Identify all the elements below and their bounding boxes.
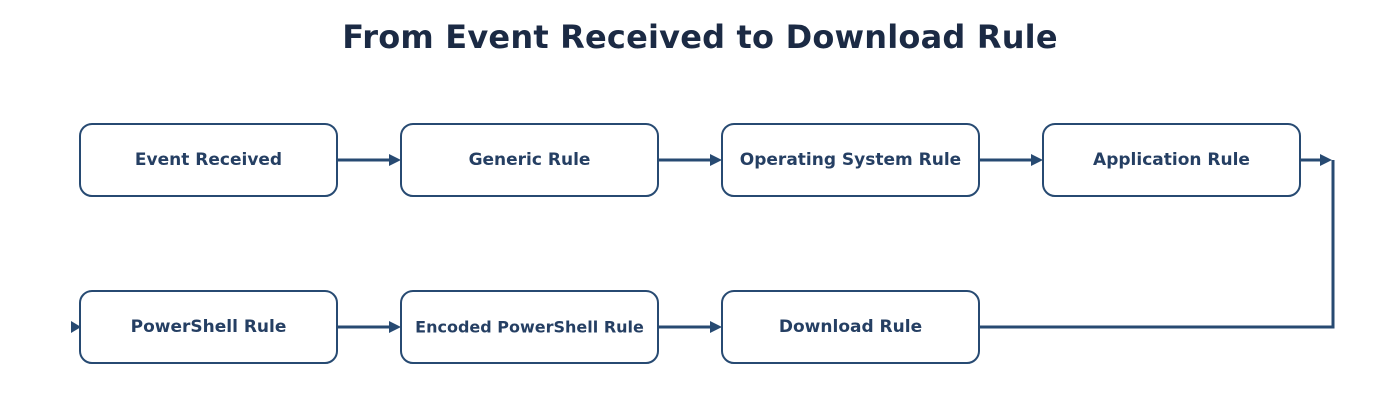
node-label: Event Received xyxy=(135,150,282,170)
connector-download-rule-right xyxy=(980,160,1335,329)
node-generic-rule: Generic Rule xyxy=(400,123,659,197)
edges xyxy=(71,154,1335,333)
node-operating-system-rule: Operating System Rule xyxy=(721,123,980,197)
edge-generic-rule-to-operating-system-rule xyxy=(659,154,722,166)
node-encoded-powershell-rule: Encoded PowerShell Rule xyxy=(400,290,659,364)
nodes: Event Received Generic Rule Operating Sy… xyxy=(79,123,1301,364)
node-label: Encoded PowerShell Rule xyxy=(415,318,644,337)
node-application-rule: Application Rule xyxy=(1042,123,1301,197)
diagram-title: From Event Received to Download Rule xyxy=(342,18,1058,56)
edge-event-received-to-generic-rule xyxy=(338,154,401,166)
edge-encoded-powershell-rule-to-download-rule xyxy=(659,321,722,333)
node-download-rule: Download Rule xyxy=(721,290,980,364)
node-powershell-rule: PowerShell Rule xyxy=(79,290,338,364)
node-label: Application Rule xyxy=(1093,150,1250,170)
node-label: Download Rule xyxy=(779,317,922,337)
edge-powershell-rule-to-encoded-powershell-rule xyxy=(338,321,401,333)
node-event-received: Event Received xyxy=(79,123,338,197)
edge-application-rule-to-powershell-rule xyxy=(71,154,1332,333)
node-label: Operating System Rule xyxy=(740,150,961,170)
edge-operating-system-rule-to-application-rule xyxy=(980,154,1043,166)
node-label: PowerShell Rule xyxy=(131,317,287,337)
node-label: Generic Rule xyxy=(469,150,591,170)
